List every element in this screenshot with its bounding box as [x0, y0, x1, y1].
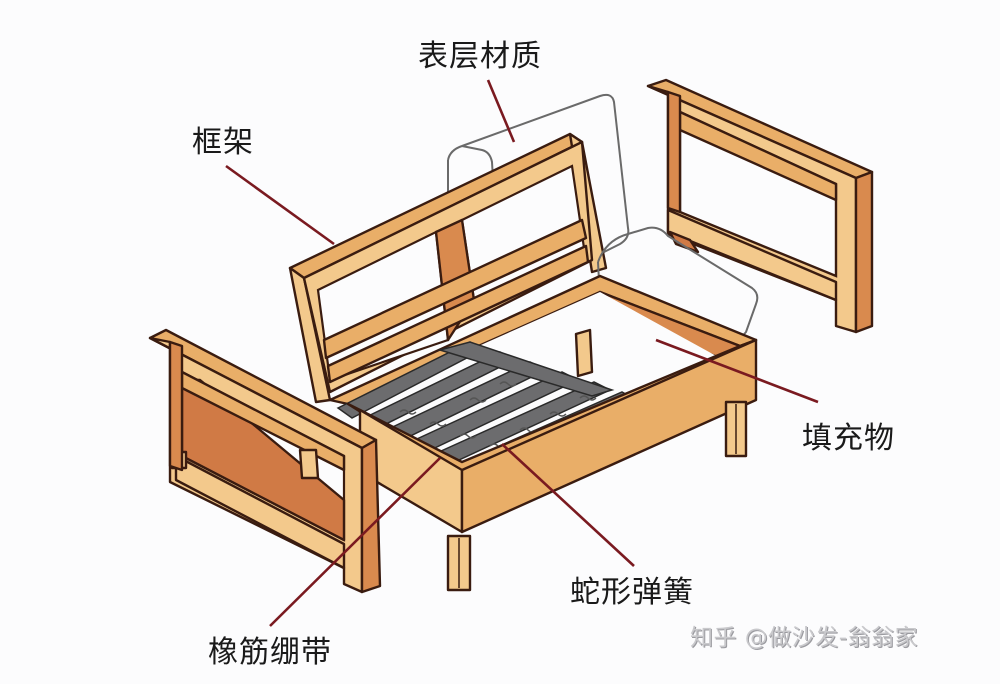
leader-surface-material [486, 79, 516, 143]
left-arm-frame [148, 328, 382, 594]
back-frame [288, 93, 630, 404]
label-filling: 填充物 [802, 421, 895, 456]
right-arm-frame [646, 78, 874, 334]
label-elastic-webbing: 橡筋绷带 [208, 635, 332, 670]
seat-base [328, 274, 758, 592]
label-serpentine-spring: 蛇形弹簧 [570, 575, 694, 610]
leader-lines [225, 79, 819, 627]
leader-serpentine-spring [501, 443, 635, 567]
watermark: 知乎 @做沙发-翁翁家 [690, 625, 919, 651]
label-surface-material: 表层材质 [418, 39, 542, 74]
leader-frame [225, 164, 335, 246]
leader-elastic-webbing [269, 457, 441, 627]
label-frame: 框架 [192, 125, 254, 160]
serpentine-springs [399, 381, 597, 449]
leader-filling [655, 338, 819, 404]
